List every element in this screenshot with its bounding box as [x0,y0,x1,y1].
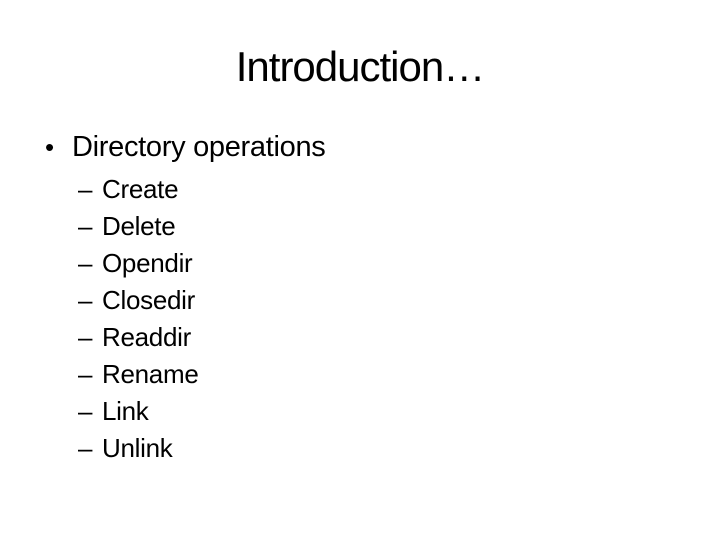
sub-bullet-label: Opendir [102,248,193,278]
dash-marker-icon: – [78,211,93,241]
bullet-dot-icon: • [45,132,54,162]
dash-marker-icon: – [78,248,93,278]
sub-bullet-label: Create [102,174,179,204]
list-item: –Closedir [78,282,198,319]
dash-marker-icon: – [78,285,93,315]
bullet-item-directory-operations: • Directory operations [45,131,326,164]
list-item: –Opendir [78,245,198,282]
sub-bullet-label: Rename [102,359,199,389]
sub-bullet-label: Closedir [102,285,195,315]
slide-title: Introduction… [235,43,485,90]
list-item: –Rename [78,356,199,393]
dash-marker-icon: – [78,174,93,204]
list-item: –Delete [78,208,198,245]
sub-bullet-label: Unlink [102,433,173,463]
list-item: –Readdir [78,319,198,356]
dash-marker-icon: – [78,433,93,463]
dash-marker-icon: – [78,359,93,389]
sub-bullet-label: Readdir [102,322,191,352]
bullet-label: Directory operations [72,131,326,163]
list-item: –Link [78,393,198,430]
dash-marker-icon: – [78,396,93,426]
dash-marker-icon: – [78,322,93,352]
list-item: –Create [78,171,198,208]
list-item: –Unlink [78,430,198,467]
sub-bullet-label: Delete [102,211,176,241]
sub-bullet-list: –Create–Delete–Opendir–Closedir–Readdir–… [78,171,199,467]
sub-bullet-label: Link [102,396,149,426]
